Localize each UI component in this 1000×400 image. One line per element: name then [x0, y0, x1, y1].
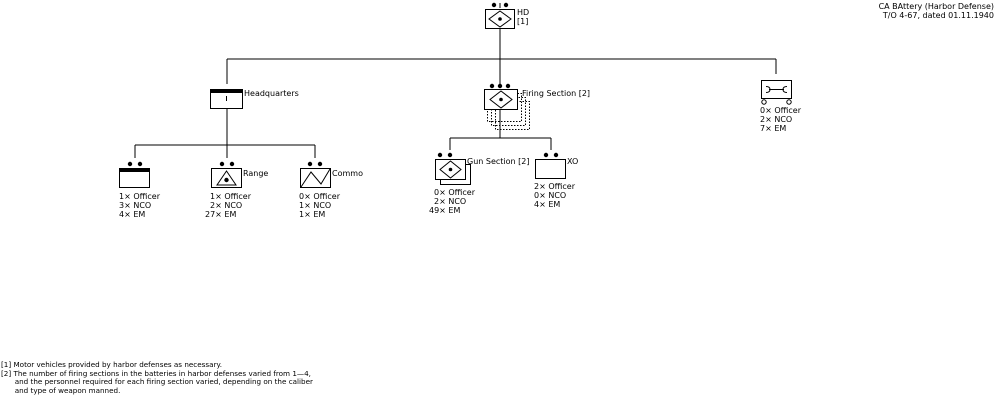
footnote-2-cont-1: and the personnel required for each firi…	[1, 377, 313, 387]
hd-note: [1]	[517, 17, 528, 26]
hd-label: HD	[517, 8, 529, 17]
xo-em: 4× EM	[534, 200, 560, 209]
title-line-2: T/O 4-67, dated 01.11.1940	[882, 11, 994, 20]
range-unit: Range 1× Officer 2× NCO 27× EM	[205, 161, 268, 219]
gun-section-unit: Gun Section [2] 0× Officer 2× NCO 49× EM	[429, 152, 529, 215]
commo-officers: 0× Officer	[299, 192, 341, 201]
range-nco: 2× NCO	[210, 201, 242, 210]
gun-section-officers: 0× Officer	[434, 188, 476, 197]
headquarters-unit: Headquarters	[210, 89, 299, 109]
range-label: Range	[243, 169, 268, 178]
firing-section-label: Firing Section [2]	[522, 89, 590, 98]
range-officers: 1× Officer	[210, 192, 252, 201]
xo-officers: 2× Officer	[534, 182, 576, 191]
hq-section-em: 4× EM	[119, 210, 145, 219]
footnote-1: [1] Motor vehicles provided by harbor de…	[1, 360, 223, 369]
maintenance-unit: 0× Officer 2× NCO 7× EM	[760, 80, 802, 133]
triangle-icon	[216, 170, 237, 186]
xo-symbol	[535, 159, 566, 179]
maintenance-officers: 0× Officer	[760, 106, 802, 115]
footnotes: [1] Motor vehicles provided by harbor de…	[1, 360, 313, 395]
xo-nco: 0× NCO	[534, 191, 566, 200]
firing-section-unit: Firing Section [2]	[484, 83, 590, 130]
hd-unit: HD [1]	[485, 2, 529, 29]
gun-section-nco: 2× NCO	[434, 197, 466, 206]
title-line-1: CA BAttery (Harbor Defense)	[878, 2, 994, 11]
wrench-icon	[765, 86, 788, 93]
footnote-2: [2] The number of firing sections in the…	[1, 368, 311, 378]
title-block: CA BAttery (Harbor Defense) T/O 4-67, da…	[879, 2, 994, 20]
commo-em: 1× EM	[299, 210, 325, 219]
commo-label: Commo	[332, 169, 363, 178]
maintenance-em: 7× EM	[760, 124, 786, 133]
hq-section-nco: 3× NCO	[119, 201, 151, 210]
hq-section-unit: 1× Officer 3× NCO 4× EM	[119, 161, 161, 219]
xo-unit: XO 2× Officer 0× NCO 4× EM	[534, 152, 578, 209]
xo-label: XO	[567, 157, 578, 166]
range-em: 27× EM	[205, 210, 236, 219]
gun-section-label: Gun Section [2]	[467, 157, 529, 166]
hq-section-officers: 1× Officer	[119, 192, 161, 201]
commo-nco: 1× NCO	[299, 201, 331, 210]
commo-unit: Commo 0× Officer 1× NCO 1× EM	[299, 161, 363, 219]
connector-lines	[134, 3, 777, 158]
lightning-icon	[300, 168, 331, 188]
maintenance-nco: 2× NCO	[760, 115, 792, 124]
footnote-2-cont-2: and type of weapon manned.	[1, 385, 121, 395]
headquarters-label: Headquarters	[244, 89, 299, 98]
gun-section-em: 49× EM	[429, 206, 460, 215]
